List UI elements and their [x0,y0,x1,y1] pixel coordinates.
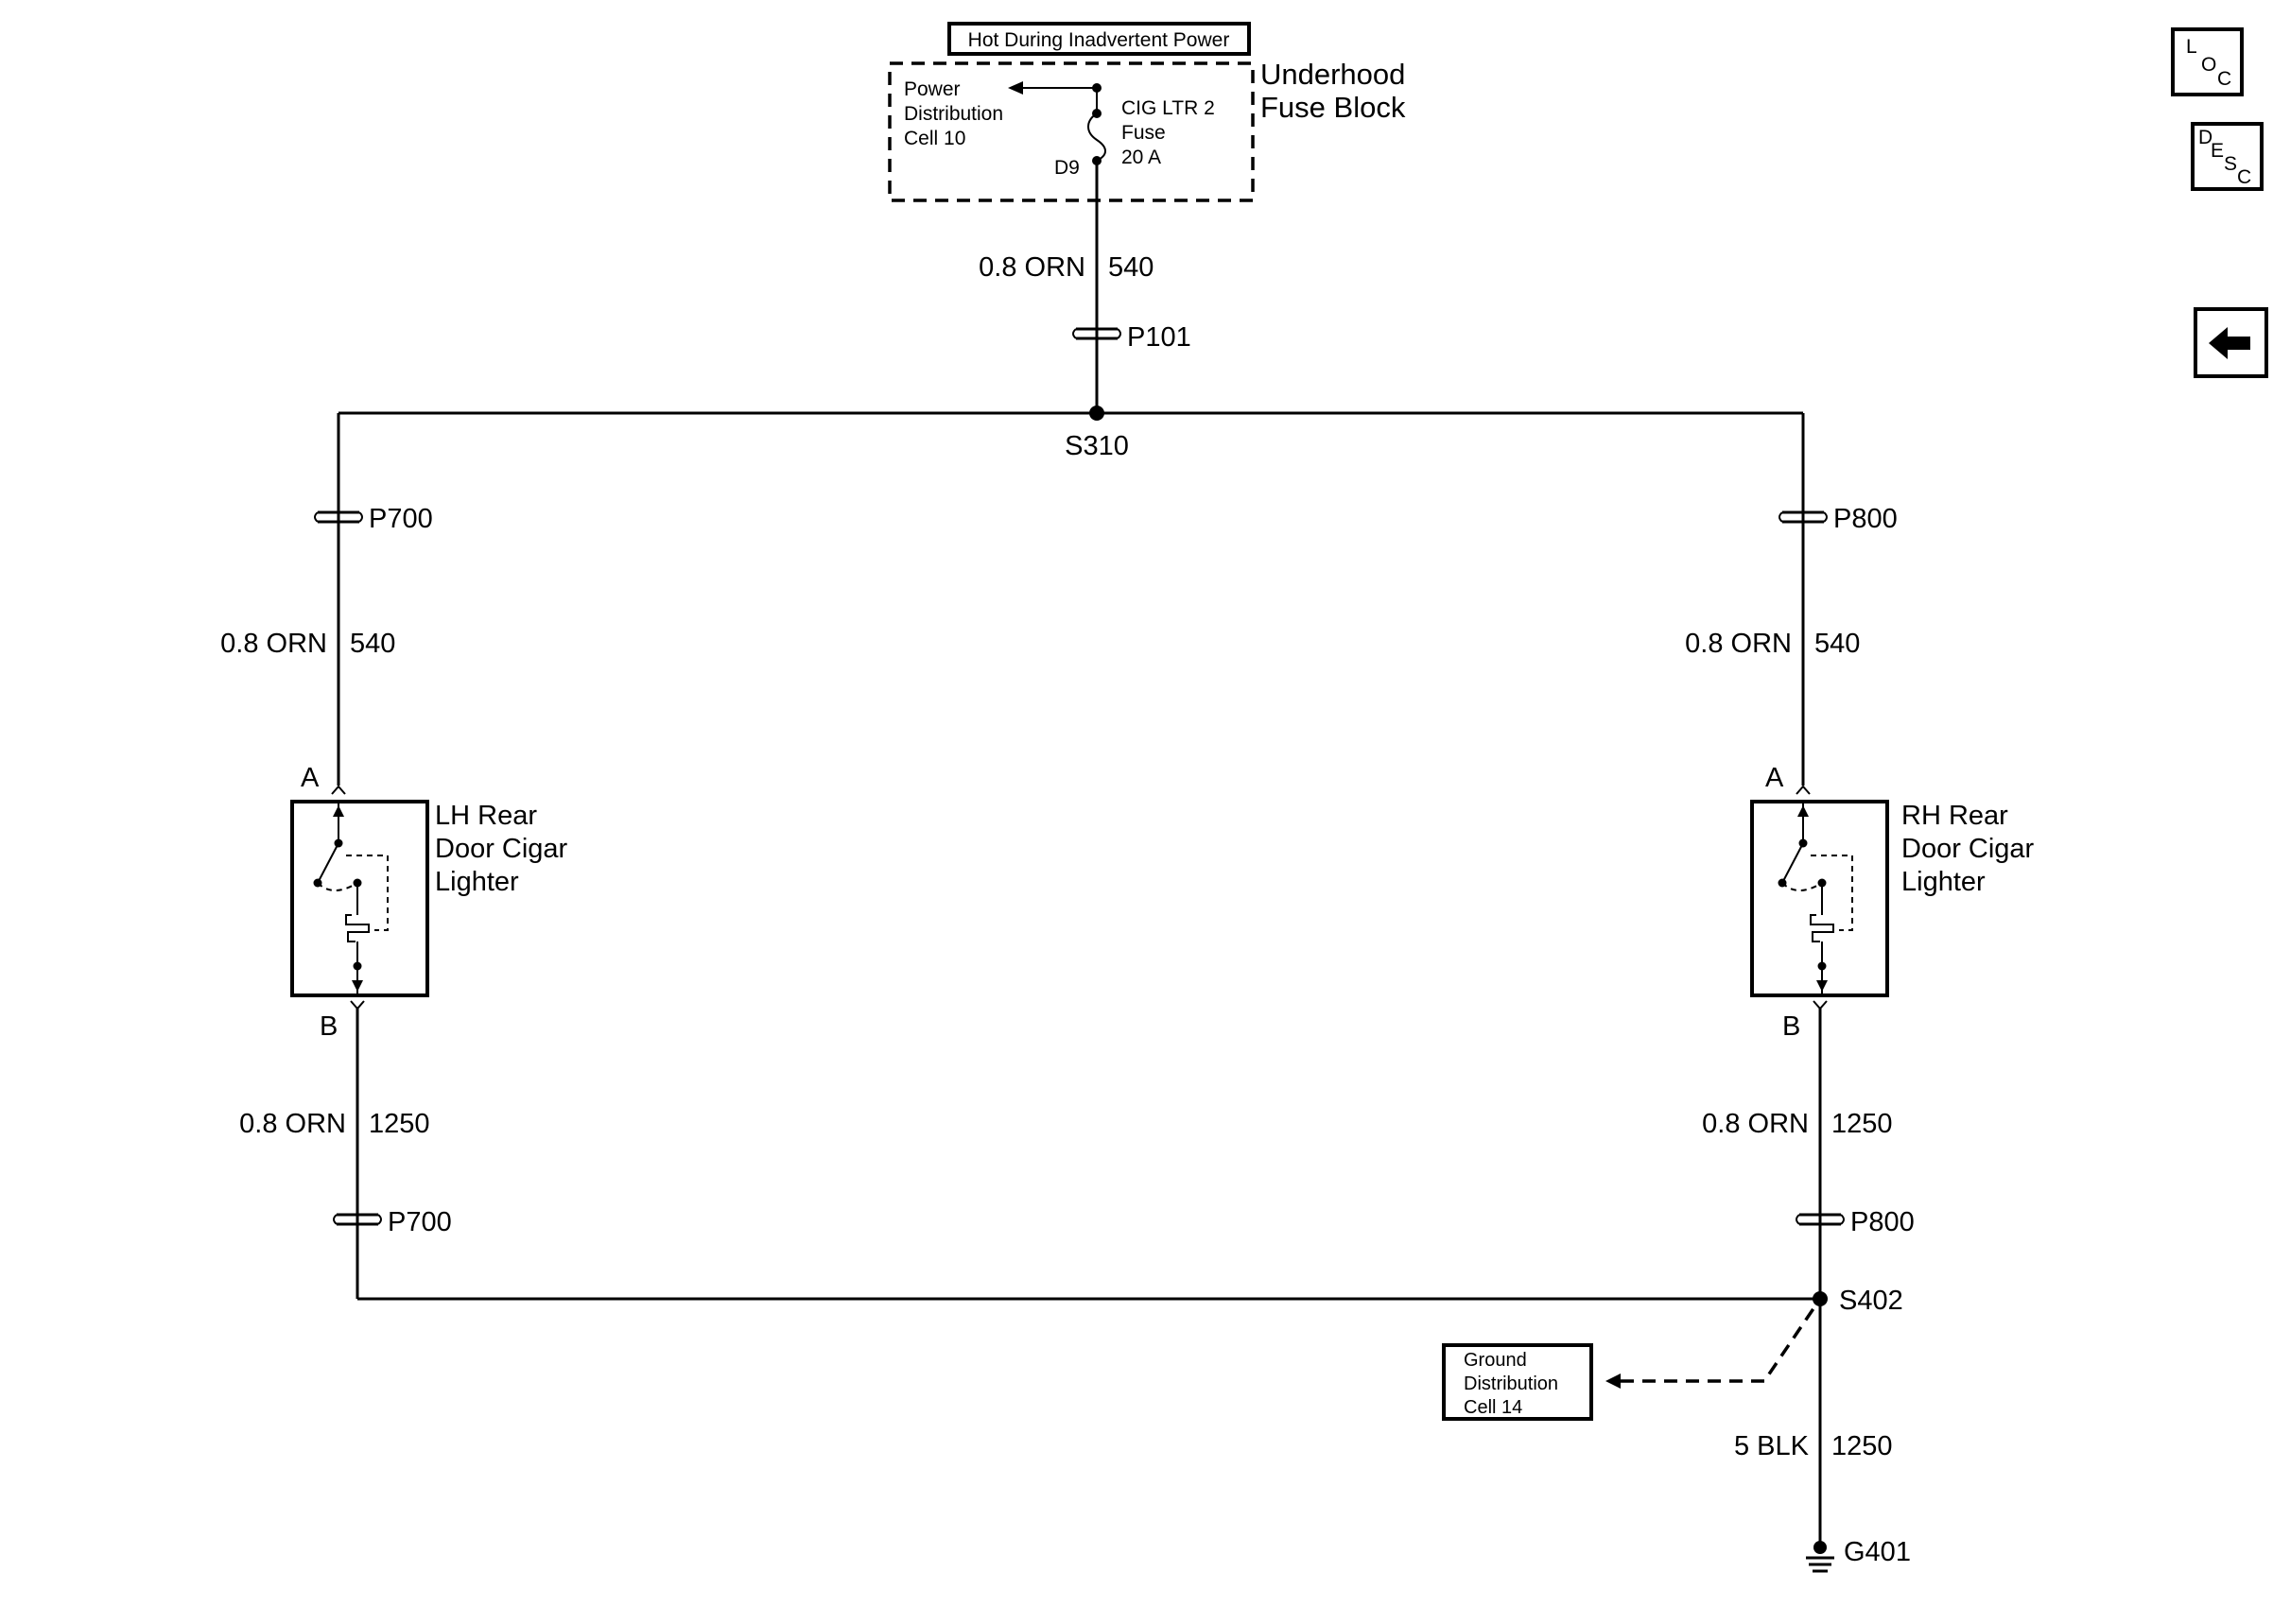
svg-text:S: S [2224,153,2237,175]
fuse-block-name-line1: Underhood [1260,58,1405,91]
fuse-icon [1087,112,1106,162]
rh-pin-b-icon [1813,1000,1828,1011]
lh-name-line3: Lighter [435,867,519,897]
rh-connector-top: P800 [1833,504,1898,534]
back-button[interactable] [2194,307,2268,378]
rh-p800-top-connector-icon [1778,510,1828,524]
terminal-d9: D9 [1054,157,1080,179]
lh-name-line1: LH Rear [435,801,537,831]
lh-pin-b: B [320,1011,338,1042]
rh-pin-a-icon [1796,785,1811,795]
power-distribution-line2: Distribution [904,103,1003,125]
lh-lighter-element-icon [313,802,389,995]
left-arrow-icon [2209,327,2250,359]
ground-box-line2: Distribution [1464,1373,1558,1394]
svg-text:D: D [2198,127,2212,148]
rh-name-line2: Door Cigar [1901,834,2035,864]
ground-wire-circuit: 1250 [1831,1431,1893,1461]
lh-bottom-wire-circuit: 1250 [369,1109,430,1139]
feed-wire-circuit: 540 [1108,252,1154,283]
rh-top-wire-gauge: 0.8 ORN [1685,629,1792,659]
ground-wire-gauge: 5 BLK [1734,1431,1810,1461]
rh-pin-b: B [1782,1011,1800,1042]
ground-box-line1: Ground [1464,1350,1527,1371]
svg-text:C: C [2217,68,2231,90]
ground-box-line3: Cell 14 [1464,1397,1522,1418]
rh-name-line3: Lighter [1901,867,1986,897]
pd-arrow-icon [1008,81,1023,95]
ground-dashed-lead [1621,1298,1822,1383]
fuse-line1: CIG LTR 2 [1121,97,1215,119]
svg-text:C: C [2237,166,2251,188]
lh-pin-b-icon [350,1000,365,1011]
header-box-label: Hot During Inadvertent Power [968,29,1230,51]
lh-pin-a-icon [331,785,346,795]
rh-bottom-wire-gauge: 0.8 ORN [1702,1109,1809,1139]
rh-lighter-element-icon [1778,802,1853,995]
fuse-top-dot [1092,83,1102,93]
underhood-fuse-block [888,61,1255,202]
p101-connector-icon [1072,327,1121,340]
rh-pin-a: A [1765,763,1784,793]
g401-label: G401 [1844,1537,1911,1567]
rh-p800-bottom-connector-icon [1796,1213,1845,1226]
s402-label: S402 [1839,1286,1903,1316]
rh-bottom-wire-circuit: 1250 [1831,1109,1893,1139]
lh-p700-top-connector-icon [314,510,363,524]
lh-top-wire-circuit: 540 [350,629,395,659]
rh-name-line1: RH Rear [1901,801,2008,831]
loc-button[interactable]: L O C [2171,27,2244,96]
p101-label: P101 [1127,322,1191,353]
lh-connector-bottom: P700 [388,1207,452,1237]
lh-p700-bottom-connector-icon [333,1213,382,1226]
power-distribution-line3: Cell 10 [904,128,965,149]
header-box [947,22,1251,56]
power-distribution-line1: Power [904,78,961,100]
desc-button[interactable]: D E S C [2191,122,2264,191]
fuse-block-name-line2: Fuse Block [1260,91,1406,124]
rh-connector-bottom: P800 [1850,1207,1915,1237]
ground-arrow-icon [1605,1373,1621,1389]
rh-top-wire-circuit: 540 [1814,629,1860,659]
lh-top-wire-gauge: 0.8 ORN [220,629,327,659]
svg-text:O: O [2201,54,2216,76]
fuse-line2: Fuse [1121,122,1166,144]
s310-label: S310 [1065,431,1129,461]
fuse-line3: 20 A [1121,147,1161,168]
svg-text:E: E [2211,140,2224,162]
ground-distribution-box [1442,1343,1593,1421]
lh-name-line2: Door Cigar [435,834,568,864]
lh-bottom-wire-gauge: 0.8 ORN [239,1109,346,1139]
g401-ground-icon [1806,1541,1834,1573]
lh-pin-a: A [301,763,320,793]
lh-connector-top: P700 [369,504,433,534]
feed-wire-gauge: 0.8 ORN [979,252,1085,283]
svg-text:L: L [2186,36,2197,58]
